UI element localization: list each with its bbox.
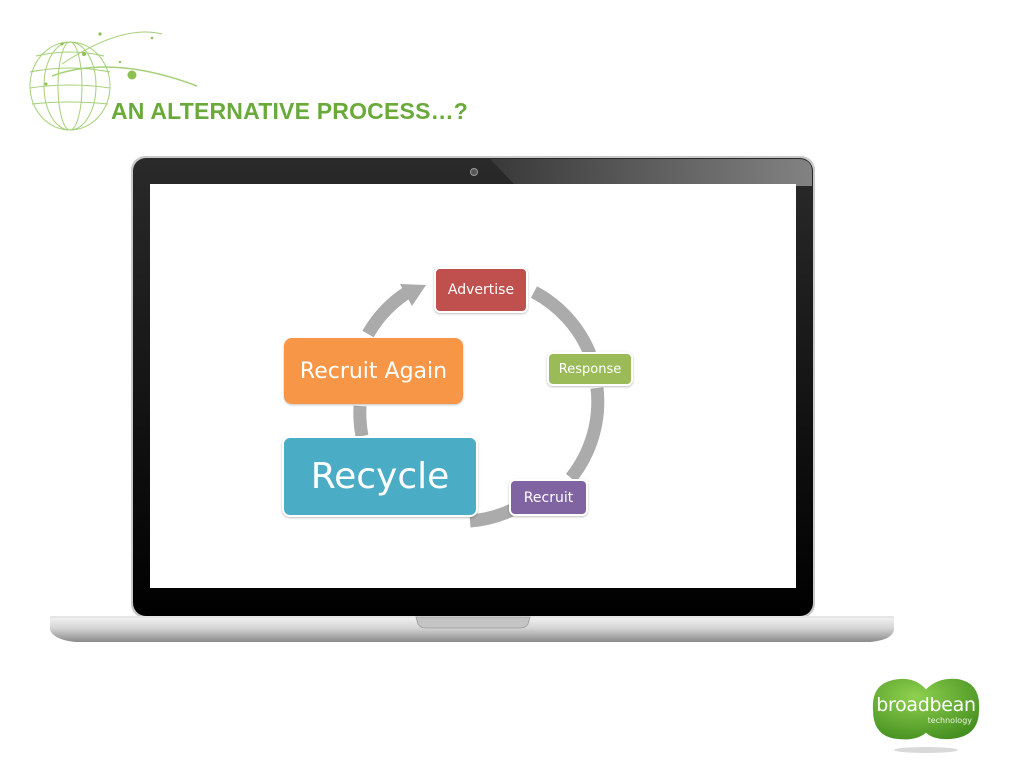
- node-recycle: Recycle: [282, 436, 478, 517]
- node-response-label: Response: [558, 361, 622, 377]
- node-recruit-again: Recruit Again: [284, 338, 463, 404]
- logo-tagline: technology: [927, 716, 972, 725]
- logo-name: broadbean: [876, 694, 976, 716]
- laptop-screen: [150, 184, 796, 588]
- camera-icon: [470, 168, 478, 176]
- cycle-ring: [353, 286, 605, 528]
- laptop-notch: [415, 616, 531, 629]
- node-recruit-label: Recruit: [523, 489, 574, 506]
- node-recycle-label: Recycle: [310, 456, 450, 497]
- node-advertise: Advertise: [434, 267, 528, 313]
- node-recruit: Recruit: [509, 479, 588, 516]
- globe-swoosh-icon: [29, 31, 198, 131]
- node-response: Response: [547, 352, 633, 386]
- node-advertise-label: Advertise: [447, 282, 515, 298]
- broadbean-logo-shape: [870, 676, 982, 753]
- slide-title: AN ALTERNATIVE PROCESS…?: [111, 98, 469, 124]
- laptop-base: [50, 617, 894, 642]
- cycle-arrow-icon: [400, 284, 426, 306]
- node-recruit-again-label: Recruit Again: [299, 358, 448, 384]
- broadbean-logo: broadbean technology: [864, 672, 988, 758]
